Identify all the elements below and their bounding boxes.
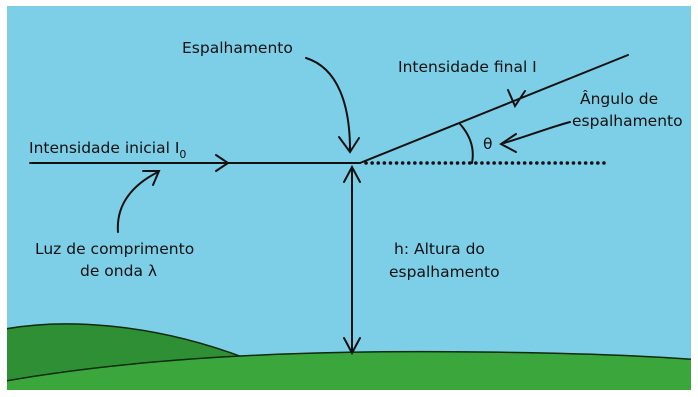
height-arrowhead-bottom: [343, 337, 361, 356]
light-wavelength-label-line2: de onda λ: [80, 262, 157, 280]
light-pointer: [116, 171, 159, 233]
scattering-label: Espalhamento: [182, 39, 293, 57]
scattering-angle-label-line1: Ângulo de: [580, 89, 658, 108]
final-intensity-label: Intensidade final I: [398, 58, 537, 76]
scattering-pointer: [305, 57, 351, 151]
initial-intensity-label: Intensidade inicial I0: [29, 139, 186, 161]
angle-arc: [459, 123, 474, 164]
height-label-line2: espalhamento: [389, 263, 500, 281]
incident-direction-arrow: [215, 154, 230, 172]
initial-intensity-main: Intensidade inicial I: [29, 139, 179, 157]
initial-intensity-subscript: 0: [179, 148, 186, 161]
theta-symbol: θ: [483, 135, 492, 153]
light-pointer-head: [142, 170, 161, 186]
ground-hill: [7, 350, 691, 391]
angle-pointer: [503, 121, 571, 144]
height-arrowhead-top: [343, 164, 361, 183]
light-wavelength-label-line1: Luz de comprimento: [35, 240, 194, 258]
angle-pointer-head: [499, 133, 517, 153]
scattering-angle-label-line2: espalhamento: [572, 112, 683, 130]
scattered-direction-arrow: [507, 89, 526, 109]
scattering-pointer-head: [338, 136, 360, 154]
height-label-line1: h: Altura do: [394, 240, 485, 258]
scattered-beam: [359, 54, 629, 164]
